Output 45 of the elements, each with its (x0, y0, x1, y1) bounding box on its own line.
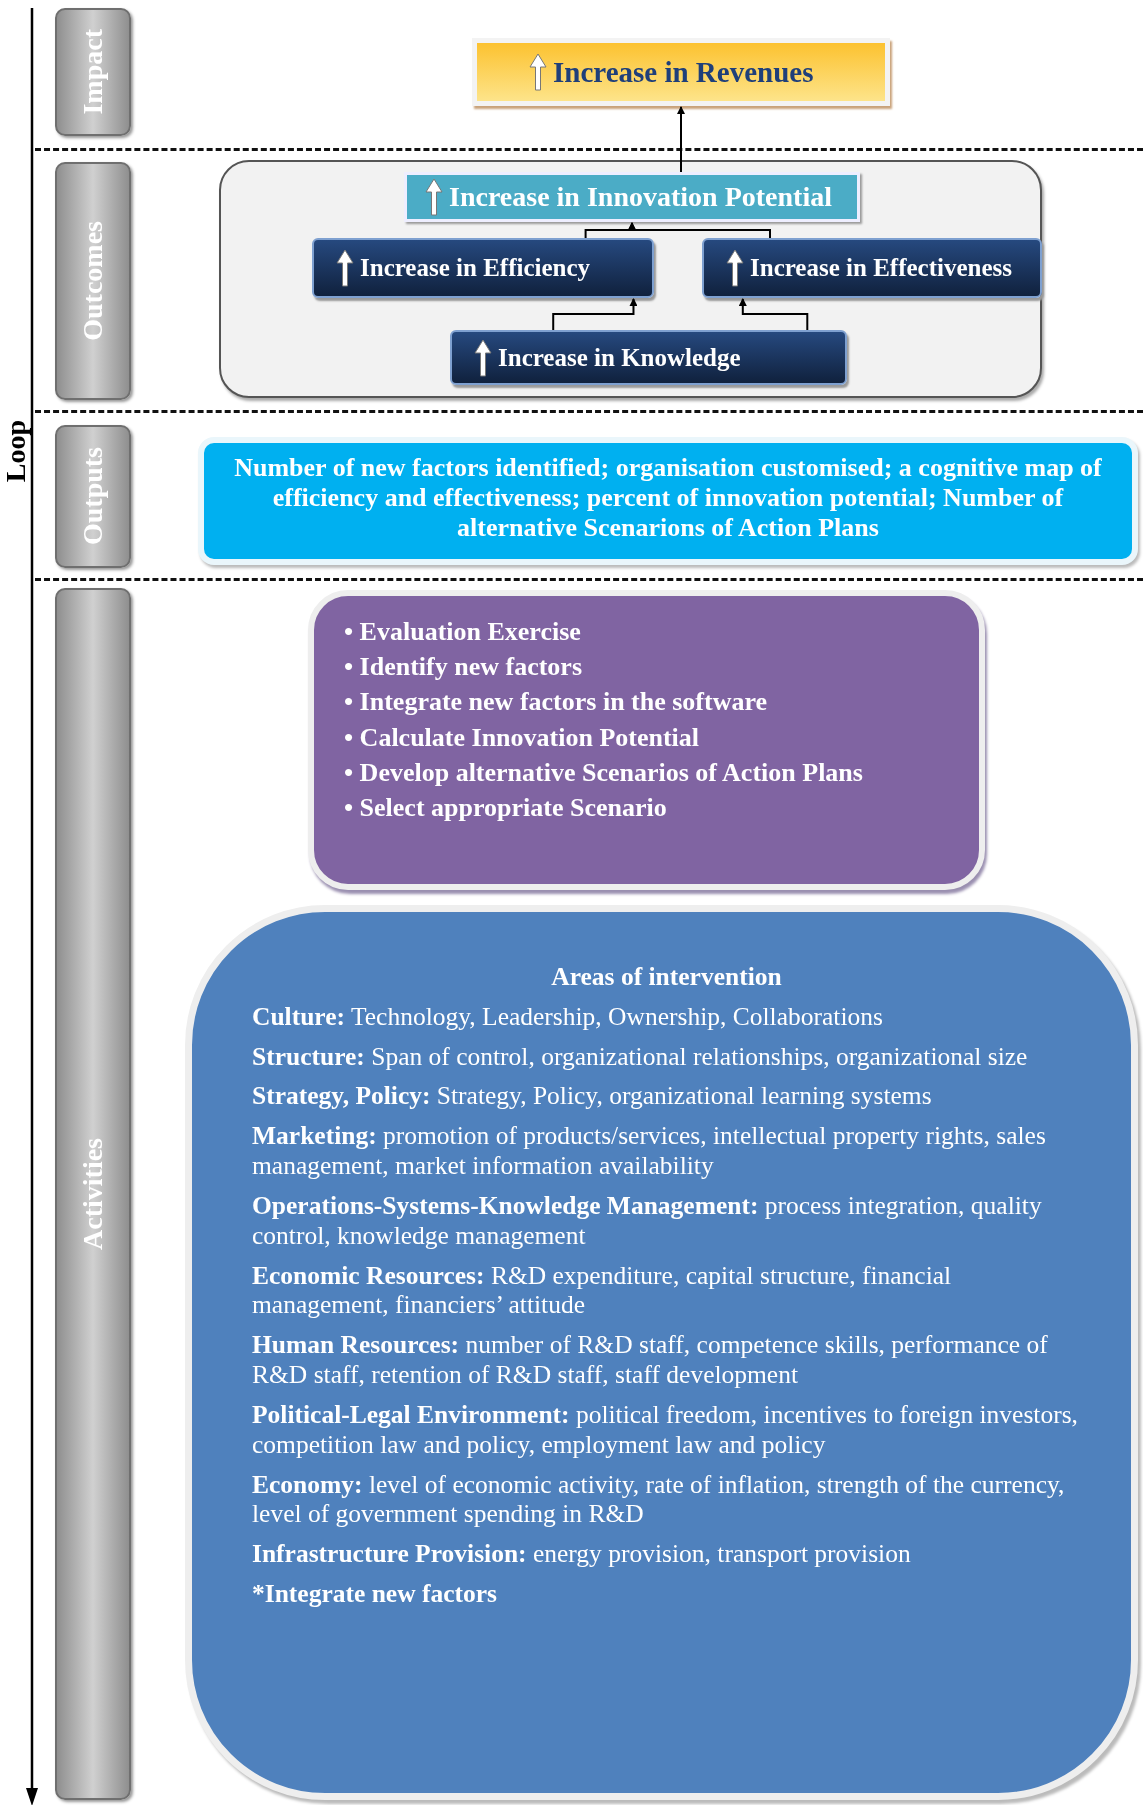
stage-tab (55, 8, 131, 136)
stage-label: Activities (77, 1138, 109, 1250)
arrow (677, 106, 685, 173)
stage-tab (55, 425, 131, 568)
intervention-area-text: Structure: Span of control, organizational relationships, organizational size (252, 1041, 1029, 1072)
intervention-area-text: Economy: level of economic activity, rate of inflation, strength of the currency, level of government spending in R&D (252, 1469, 1066, 1530)
activities-box (308, 590, 985, 890)
arrow (738, 298, 809, 331)
intervention-area-text: Marketing: promotion of products/services, intellectual property rights, sales management, market information availability (252, 1121, 1047, 1181)
outcome-text: Increase in Effectiveness (750, 254, 1012, 282)
outcome-box (312, 238, 654, 298)
outcomes-container (219, 160, 1042, 398)
outcome-text: Increase in Revenues (553, 55, 814, 89)
outcome-text: Increase in Innovation Potential (449, 181, 832, 213)
stage-label: Outputs (77, 447, 109, 546)
stage-tab (55, 588, 131, 1800)
activity-item: • Calculate Innovation Potential (344, 721, 701, 753)
arrow (628, 222, 771, 239)
stage-label: Outcomes (77, 221, 109, 341)
activity-item: • Identify new factors (344, 651, 583, 683)
activity-item: • Evaluation Exercise (344, 616, 582, 648)
intervention-area-text: Strategy, Policy: Strategy, Policy, organizational learning systems (252, 1081, 933, 1112)
intervention-area-text: Culture: Technology, Leadership, Ownership, Collaborations (252, 1001, 884, 1032)
intervention-area-text: *Integrate new factors (252, 1579, 498, 1609)
stage-label: Impact (77, 29, 109, 115)
outcome-box (404, 172, 860, 222)
intervention-areas-box (185, 905, 1138, 1800)
intervention-area-text: Economic Resources: R&D expenditure, capital structure, financial management, financiers’ attitude (252, 1260, 953, 1321)
outcome-box (702, 238, 1042, 298)
arrow (552, 298, 638, 331)
stage-tab (55, 162, 131, 400)
outcome-box (450, 330, 847, 385)
intervention-area-text: Operations-Systems-Knowledge Management: process integration, quality control, knowledge management (252, 1190, 1043, 1251)
intervention-area-text: Political-Legal Environment: political freedom, incentives to foreign investors, competition law and policy, employment law and policy (252, 1399, 1079, 1460)
intervention-area-text: Human Resources: number of R&D staff, competence skills, performance of R&D staff, retention of R&D staff, staff development (252, 1330, 1049, 1390)
section-heading: Areas of intervention (550, 962, 783, 992)
outcome-text: Increase in Efficiency (360, 254, 591, 282)
activity-item: • Develop alternative Scenarios of Action Plans (344, 756, 864, 788)
outputs-box (198, 437, 1138, 565)
outputs-text: Number of new factors identified; organisation customised; a cognitive map of efficiency and effectiveness; percent of innovation potential; Number of alternative Scenarions of Action Plans (233, 453, 1103, 543)
activity-item: • Integrate new factors in the software (344, 686, 769, 718)
intervention-area-text: Infrastructure Provision: energy provision, transport provision (252, 1539, 912, 1570)
outcome-text: Increase in Knowledge (498, 343, 741, 372)
activity-item: • Select appropriate Scenario (344, 791, 668, 824)
impact-box (472, 38, 890, 106)
